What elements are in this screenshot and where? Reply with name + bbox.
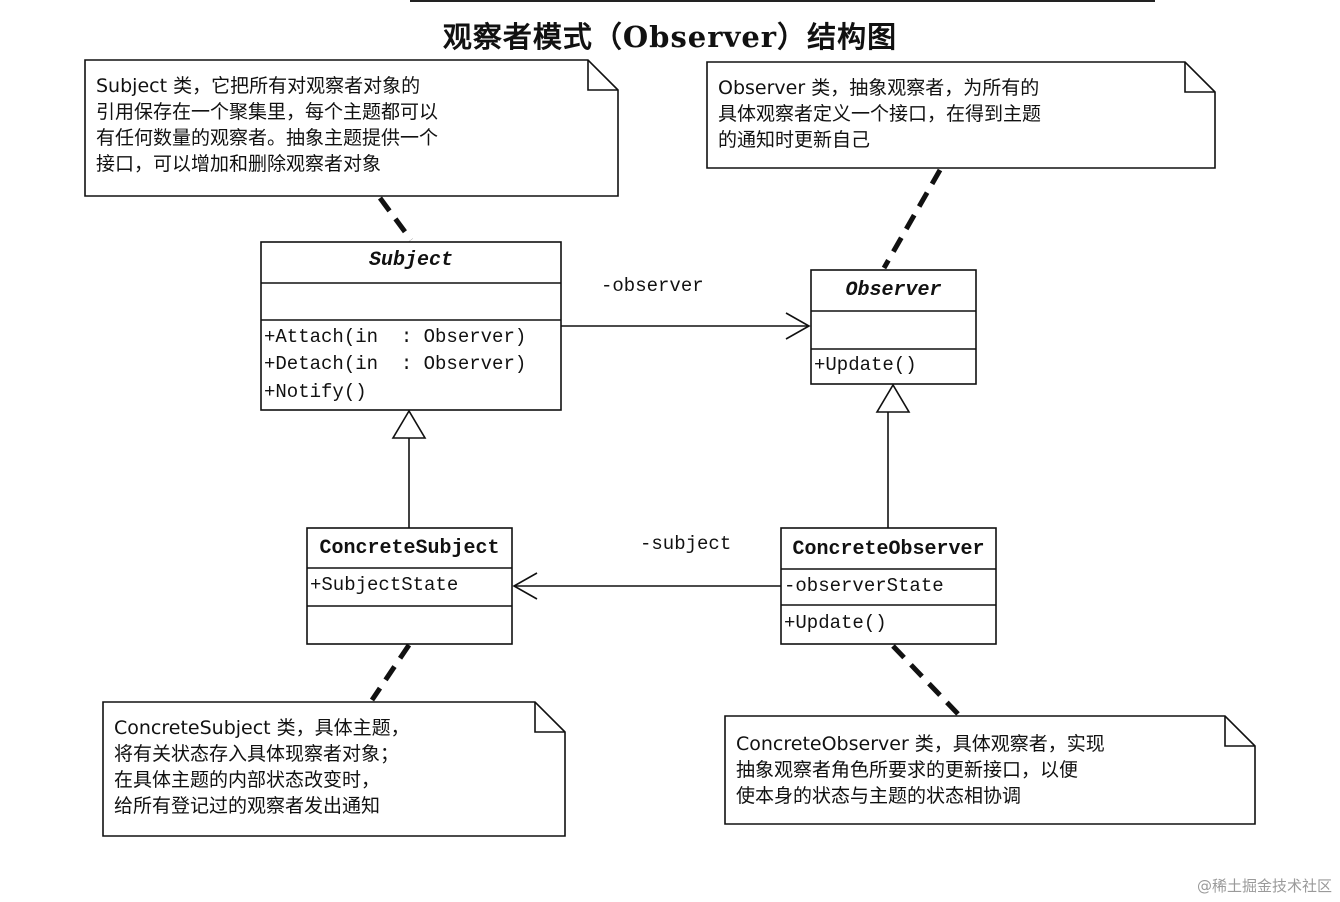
note-subject-text: Subject 类，它把所有对观察者对象的 引用保存在一个聚集里，每个主题都可以… <box>96 73 438 177</box>
association-label-subject: -subject <box>640 533 732 555</box>
class-concrete-subject-name: ConcreteSubject <box>319 537 500 560</box>
note-subject-box <box>84 59 619 197</box>
anchor-note-observer <box>881 168 943 270</box>
note-concrete-observer-text: ConcreteObserver 类，具体观察者，实现 抽象观察者角色所要求的更… <box>736 731 1105 809</box>
anchor-note-concrete-observer <box>891 644 960 716</box>
concrete-observer-method-update: +Update() <box>784 612 887 634</box>
note-line: Subject 类，它把所有对观察者对象的 <box>96 75 421 97</box>
title-rule <box>410 0 1155 2</box>
note-concrete-subject-text: ConcreteSubject 类，具体主题， 将有关状态存入具体现察者对象； … <box>114 715 410 819</box>
note-observer-text: Observer 类，抽象观察者，为所有的 具体观察者定义一个接口，在得到主题 … <box>718 75 1041 153</box>
concrete-observer-attr-state: -observerState <box>784 575 944 597</box>
note-line: 给所有登记过的观察者发出通知 <box>114 795 381 817</box>
class-concrete-observer-name: ConcreteObserver <box>792 538 985 561</box>
class-subject-name: Subject <box>368 249 453 272</box>
association-observer-subject <box>512 572 781 600</box>
association-subject-observer <box>561 312 811 340</box>
anchor-note-concrete-subject <box>369 643 412 702</box>
note-line: 在具体主题的内部状态改变时， <box>114 769 381 791</box>
note-line: 的通知时更新自己 <box>718 129 871 151</box>
note-line: 有任何数量的观察者。抽象主题提供一个 <box>96 127 439 149</box>
note-line: 引用保存在一个聚集里，每个主题都可以 <box>96 101 439 123</box>
note-concrete-subject-box <box>102 701 566 837</box>
concrete-subject-attr-state: +SubjectState <box>310 574 459 596</box>
note-line: 使本身的状态与主题的状态相协调 <box>736 785 1022 807</box>
watermark-text: @稀土掘金技术社区 <box>1196 877 1332 895</box>
note-observer-box <box>706 61 1216 169</box>
note-concrete-observer-box <box>724 715 1256 825</box>
note-line: 接口，可以增加和删除观察者对象 <box>96 153 382 175</box>
association-label-observer: -observer <box>601 275 704 297</box>
note-line: 具体观察者定义一个接口，在得到主题 <box>718 103 1042 125</box>
class-observer-name: Observer <box>845 279 942 302</box>
subject-method-detach: +Detach(in : Observer) <box>264 353 527 375</box>
note-line: ConcreteObserver 类，具体观察者，实现 <box>736 733 1105 755</box>
note-line: 抽象观察者角色所要求的更新接口，以便 <box>736 759 1079 781</box>
anchor-note-subject <box>377 196 414 242</box>
generalization-concrete-observer <box>875 383 911 528</box>
observer-method-update: +Update() <box>814 354 917 376</box>
diagram-title: 观察者模式（Observer）结构图 <box>442 20 898 54</box>
note-line: ConcreteSubject 类，具体主题， <box>114 717 410 739</box>
note-line: Observer 类，抽象观察者，为所有的 <box>718 77 1040 99</box>
subject-method-notify: +Notify() <box>264 381 367 403</box>
generalization-concrete-subject <box>391 409 427 528</box>
note-line: 将有关状态存入具体现察者对象； <box>114 743 400 765</box>
subject-method-attach: +Attach(in : Observer) <box>264 326 527 348</box>
class-observer-box <box>810 269 977 385</box>
